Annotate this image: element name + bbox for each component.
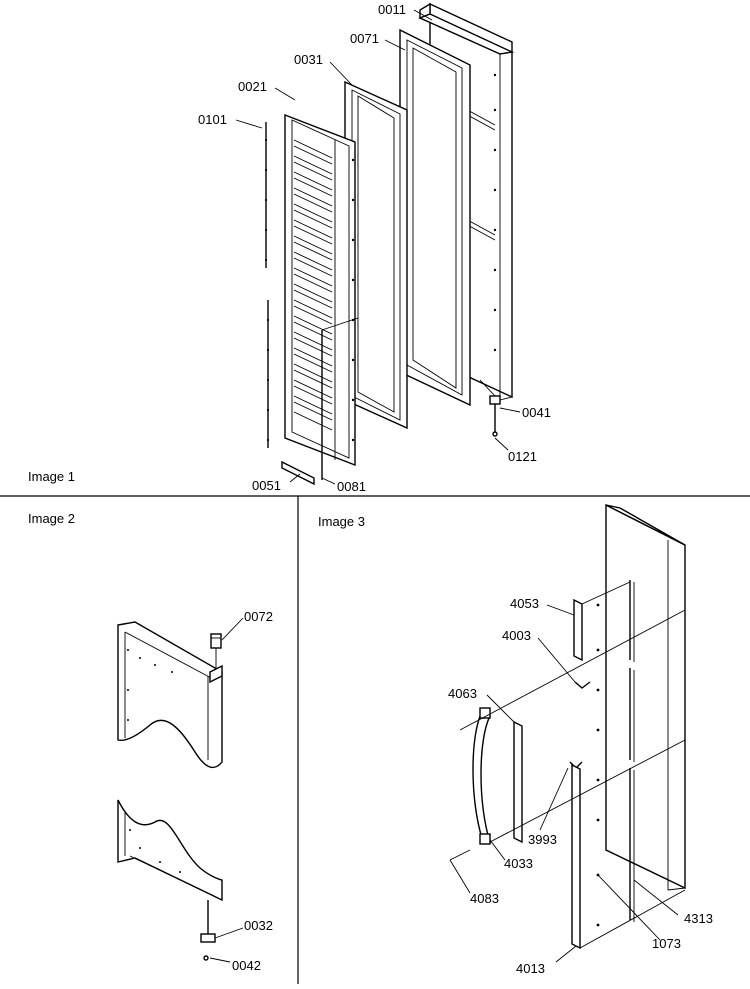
door-top-section: [117, 621, 223, 769]
part-0031-liner: [344, 80, 408, 430]
part-4003-clip: [574, 681, 591, 689]
part-0071-gasket: [399, 28, 471, 407]
callout-4053: 4053: [510, 596, 539, 611]
callout-0071: 0071: [350, 31, 379, 46]
callout-0031: 0031: [294, 52, 323, 67]
callout-4063: 4063: [448, 686, 477, 701]
callout-4033: 4033: [504, 856, 533, 871]
part-0081-rod: [321, 317, 359, 480]
part-4063-mount: [513, 720, 523, 844]
part-4053-strip: [573, 581, 631, 662]
part-0051-bottom-bar: [281, 460, 315, 486]
callout-4003: 4003: [502, 628, 531, 643]
callout-4013: 4013: [516, 961, 545, 976]
callout-1073: 1073: [652, 936, 681, 951]
image1-drawing: [264, 2, 515, 486]
callout-0101: 0101: [198, 112, 227, 127]
image3-drawing: [459, 503, 686, 950]
panel-label-image2: Image 2: [28, 511, 75, 526]
callout-0051: 0051: [252, 478, 281, 493]
panel-label-image3: Image 3: [318, 514, 365, 529]
part-4013-strip: [571, 763, 581, 950]
callout-3993: 3993: [528, 832, 557, 847]
callout-0042: 0042: [232, 958, 261, 973]
panel-label-image1: Image 1: [28, 469, 75, 484]
callout-0041: 0041: [522, 405, 551, 420]
callout-0011: 0011: [378, 2, 406, 17]
image1-leaders: [235, 9, 521, 485]
part-0032-pin: [200, 900, 216, 961]
callout-0021: 0021: [238, 79, 267, 94]
door-bottom-section: [117, 799, 223, 902]
image2-leaders: [209, 617, 244, 963]
door-slab: [605, 503, 686, 891]
part-0101-side-strip: [264, 122, 270, 448]
part-0072-bushing: [210, 633, 222, 668]
callout-0081: 0081: [337, 479, 366, 494]
image3-leaders: [449, 604, 679, 963]
alignment-lines: [459, 609, 686, 949]
callout-0121: 0121: [508, 449, 537, 464]
part-0041-hinge: [489, 395, 501, 437]
callout-4083: 4083: [470, 891, 499, 906]
trim-strips: [596, 580, 635, 927]
callout-0032: 0032: [244, 918, 273, 933]
part-4033-handle: [472, 707, 492, 845]
part-0021-inner-shell: [284, 113, 356, 467]
callout-0072: 0072: [244, 609, 273, 624]
image2-drawing: [117, 621, 223, 961]
callout-4313: 4313: [684, 911, 713, 926]
